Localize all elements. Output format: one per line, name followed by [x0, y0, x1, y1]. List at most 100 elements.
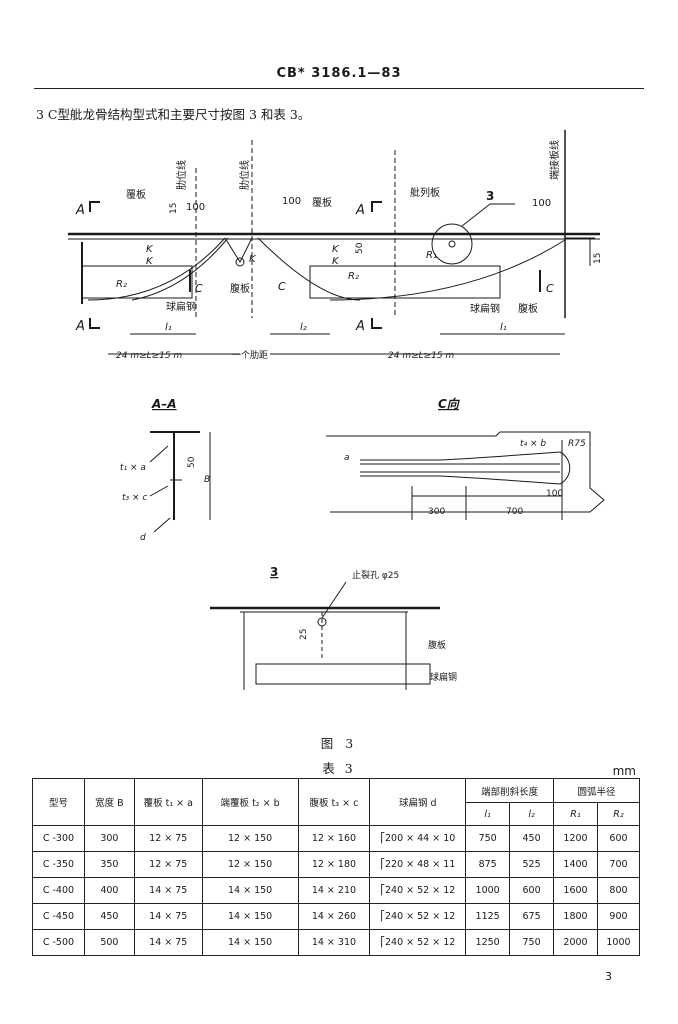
- table-unit: mm: [612, 764, 636, 778]
- view-c: [326, 431, 605, 520]
- label-fuban-1: 覆板: [126, 188, 146, 201]
- table-cell: 525: [509, 851, 555, 878]
- table-cell: ⎡240 × 52 × 12: [369, 877, 467, 904]
- web-curve-mid: [257, 237, 361, 301]
- col-group-taper: 端部削斜长度: [465, 778, 555, 803]
- figure-caption: 图 3: [320, 736, 358, 751]
- table-cell: 12 × 75: [133, 851, 203, 878]
- table-cell: 700: [596, 851, 641, 878]
- label-dim-50: 50: [355, 242, 365, 254]
- web-curve-left: [131, 237, 229, 301]
- page-number: 3: [605, 970, 612, 983]
- detail-3-title: 3: [270, 565, 278, 579]
- table-cell: 750: [465, 825, 511, 852]
- table-cell: 350: [83, 851, 135, 878]
- label-r75: R75: [568, 439, 586, 449]
- label-k5: K: [249, 254, 257, 265]
- label-d3-qiubiangang: 球扁钢: [430, 671, 457, 683]
- label-c-100: 100: [546, 489, 563, 499]
- col-width: 宽度 B: [83, 778, 135, 826]
- label-dim-100b: 100: [282, 196, 301, 207]
- label-k3: K: [332, 244, 340, 255]
- table-cell: 400: [83, 877, 135, 904]
- col-end-cover: 端覆板 t₂ × b: [201, 778, 299, 826]
- label-k1: K: [146, 244, 154, 255]
- label-l1-right: l₁: [500, 322, 507, 333]
- label-hull-end: 端接板线: [548, 140, 561, 180]
- label-qiubiangang-1: 球扁钢: [166, 300, 196, 313]
- label-l1-left: l₁: [165, 322, 172, 333]
- table-cell: 14 × 75: [133, 877, 203, 904]
- label-c-700: 700: [506, 507, 523, 517]
- label-d3-fuban: 腹板: [428, 639, 446, 651]
- label-l2: l₂: [300, 322, 307, 333]
- label-t3c: t₃ × c: [122, 493, 147, 503]
- label-chaliban: 舭列板: [410, 186, 440, 199]
- table-cell: C -500: [32, 929, 85, 956]
- label-qiubiangang-2: 球扁钢: [470, 302, 500, 315]
- table-cell: 1800: [553, 903, 598, 930]
- detail-3-circle: [431, 223, 473, 265]
- table-cell: 12 × 160: [297, 825, 371, 852]
- main-elevation-view: [68, 130, 600, 355]
- label-span-right: 24 m≥L≥15 m: [388, 351, 454, 361]
- table-cell: ⎡220 × 48 × 11: [369, 851, 467, 878]
- table-cell: 900: [596, 903, 641, 930]
- label-c-mid: C: [278, 280, 286, 293]
- label-dim-15b: 15: [593, 253, 603, 264]
- label-k4: K: [332, 256, 340, 267]
- label-span-mid: 一个肋距: [232, 350, 268, 361]
- table-cell: ⎡240 × 52 × 12: [369, 903, 467, 930]
- section-mark-a2-bottom: [371, 318, 382, 329]
- table-cell: 675: [509, 903, 555, 930]
- table-cell: 500: [83, 929, 135, 956]
- label-fuban-4: 腹板: [518, 302, 538, 315]
- col-l1: l₁: [465, 802, 511, 826]
- table-cell: 750: [509, 929, 555, 956]
- dimension-table: 型号 宽度 B 覆板 t₁ × a 端覆板 t₂ × b 腹板 t₃ × c 球…: [32, 778, 641, 956]
- label-a-mid: A: [355, 203, 365, 218]
- label-dim-15a: 15: [169, 203, 179, 214]
- table-cell: ⎡240 × 52 × 12: [369, 929, 467, 956]
- label-r2: R₂: [116, 279, 127, 290]
- label-leibanxian-2: 肋位线: [238, 160, 251, 190]
- table-cell: 450: [83, 903, 135, 930]
- document-header: CB* 3186.1—83: [276, 66, 402, 81]
- frame-gap: [224, 237, 253, 264]
- table-cell: 1000: [465, 877, 511, 904]
- intro-paragraph: 3 C型舭龙骨结构型式和主要尺寸按图 3 和表 3。: [36, 107, 311, 122]
- label-c-right: C: [546, 282, 554, 295]
- table-cell: 1125: [465, 903, 511, 930]
- label-span-left: 24 m≥L≥15 m: [116, 351, 182, 361]
- table-cell: 450: [509, 825, 555, 852]
- table-cell: 12 × 75: [133, 825, 203, 852]
- table-cell: C -450: [32, 903, 85, 930]
- label-a: a: [344, 453, 350, 463]
- label-b: B: [204, 475, 210, 485]
- section-aa-title: A–A: [151, 397, 177, 411]
- web-taper-right: [329, 239, 566, 301]
- table-cell: C -300: [32, 825, 85, 852]
- view-c-title: C向: [438, 397, 461, 411]
- label-a-left: A: [75, 203, 85, 218]
- detail-3-center: [448, 240, 456, 248]
- table-cell: 14 × 150: [201, 929, 299, 956]
- table-cell: 12 × 150: [201, 825, 299, 852]
- table-cell: 300: [83, 825, 135, 852]
- label-dim-100c: 100: [532, 198, 551, 209]
- table-cell: 14 × 150: [201, 877, 299, 904]
- section-mark-a2-top: [371, 201, 382, 212]
- label-r1: R₁: [426, 250, 437, 261]
- table-cell: 14 × 75: [133, 903, 203, 930]
- label-d3-25: 25: [299, 629, 309, 640]
- table-cell: 600: [596, 825, 641, 852]
- table-cell: 800: [596, 877, 641, 904]
- col-l2: l₂: [509, 802, 555, 826]
- table-cell: 14 × 310: [297, 929, 371, 956]
- table-cell: 14 × 210: [297, 877, 371, 904]
